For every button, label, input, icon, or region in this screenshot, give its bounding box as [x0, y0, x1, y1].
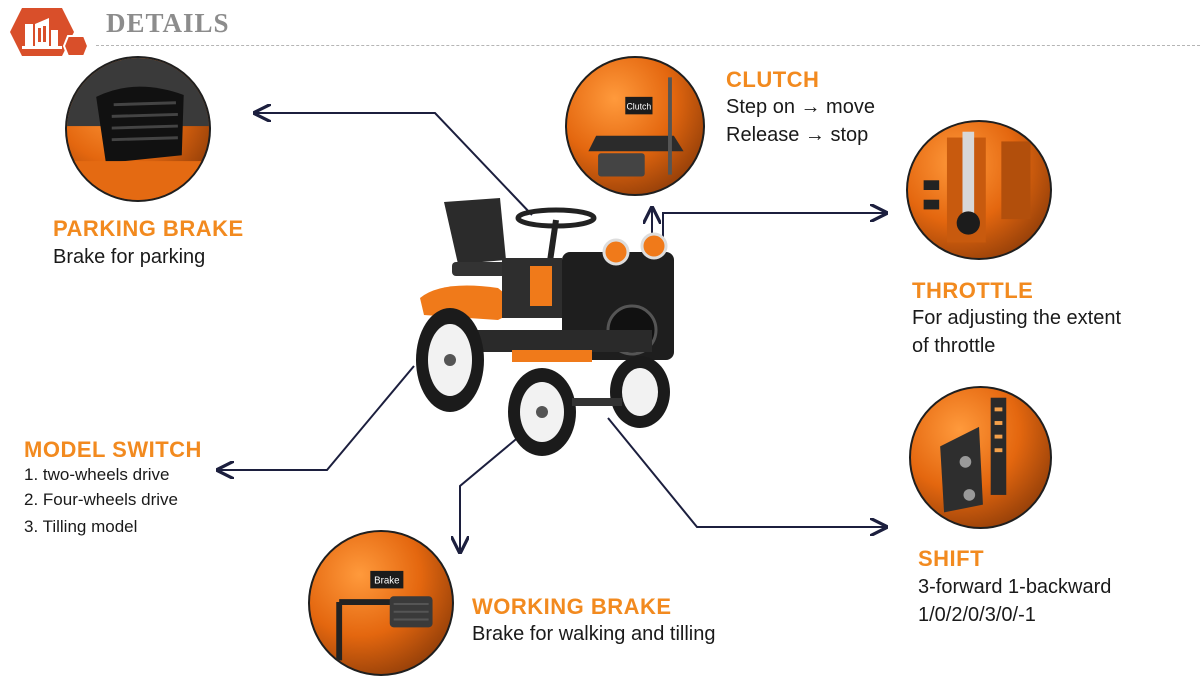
throttle-photo [906, 120, 1052, 260]
throttle-desc-2: of throttle [912, 335, 996, 357]
shift-photo [909, 386, 1052, 529]
model-switch-desc-2: 2. Four-wheels drive [24, 490, 179, 509]
shift-desc-2: 1/0/2/0/3/0/-1 [918, 604, 1036, 626]
clutch-desc-1: Step on → move [726, 96, 875, 118]
parking-brake-desc: Brake for parking [53, 246, 206, 268]
working-brake-title: WORKING BRAKE [472, 594, 672, 619]
working-brake-photo: Brake [308, 530, 454, 676]
shift-title: SHIFT [918, 546, 985, 571]
clutch-desc-2: Release → stop [726, 124, 869, 146]
clutch-plate-label: Clutch [627, 101, 652, 111]
parking-brake-title: PARKING BRAKE [53, 216, 244, 241]
factory-building-icon [8, 6, 90, 58]
working-brake-desc: Brake for walking and tilling [472, 623, 716, 645]
clutch-photo: Clutch [565, 56, 705, 196]
brake-plate-label: Brake [374, 576, 399, 587]
parking-brake-photo [65, 56, 211, 202]
throttle-title: THROTTLE [912, 278, 1034, 303]
header-divider [96, 45, 1200, 46]
page-title: DETAILS [106, 8, 230, 38]
model-switch-title: MODEL SWITCH [24, 437, 202, 462]
mini-tractor-illustration [402, 180, 702, 460]
clutch-title: CLUTCH [726, 67, 820, 92]
shift-desc-1: 3-forward 1-backward [918, 576, 1112, 598]
model-switch-desc-3: 3. Tilling model [24, 517, 138, 536]
model-switch-arrow [218, 365, 415, 470]
model-switch-desc-1: 1. two-wheels drive [24, 465, 170, 484]
throttle-desc-1: For adjusting the extent [912, 307, 1122, 329]
